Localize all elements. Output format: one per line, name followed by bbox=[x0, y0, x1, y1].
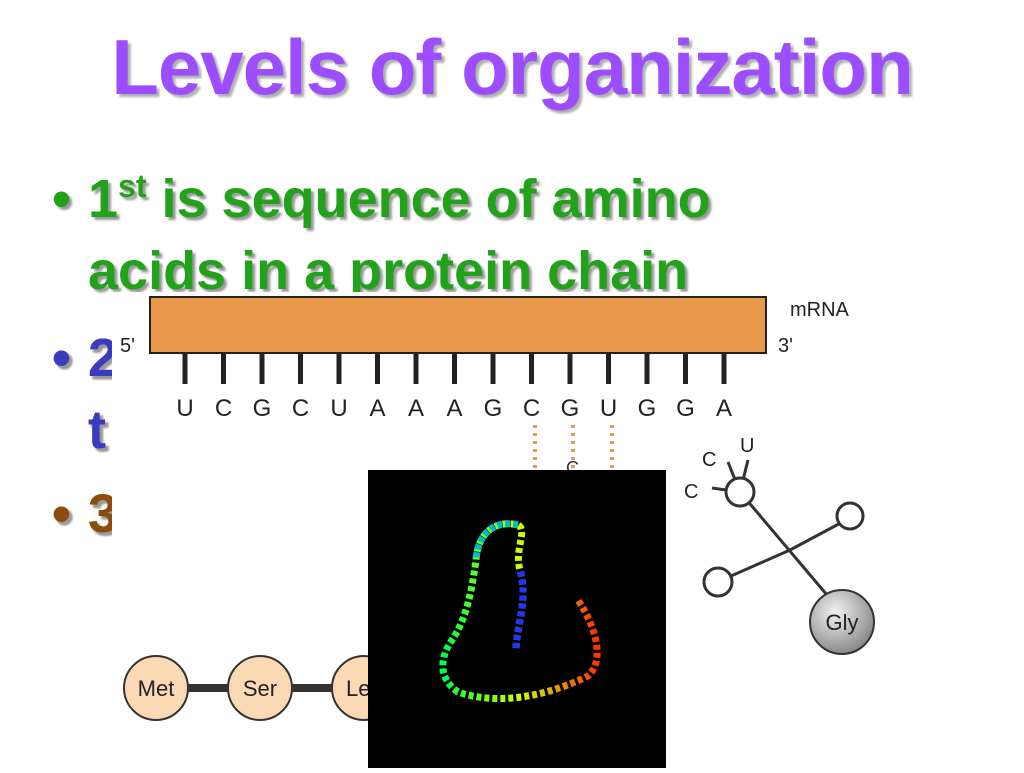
trna-letter: C bbox=[684, 481, 698, 503]
bullet-2-sliver: • 2 t bbox=[52, 322, 112, 466]
base-letter: C bbox=[523, 395, 540, 422]
base-letter: G bbox=[484, 395, 503, 422]
trna-letter: U bbox=[740, 435, 754, 457]
bullet-marker: • bbox=[52, 169, 71, 229]
mrna-label: mRNA bbox=[790, 299, 850, 321]
amino-acid-met bbox=[123, 655, 189, 721]
bullet-2-line2: t bbox=[88, 400, 106, 460]
trna-loop bbox=[702, 566, 734, 598]
bullet-1-superscript: st bbox=[118, 168, 147, 204]
trna-letter: C bbox=[702, 449, 716, 471]
bullet-3-visible-text: 3 bbox=[88, 484, 112, 544]
base-letter: U bbox=[600, 395, 617, 422]
amino-acid-label: Ser bbox=[243, 676, 277, 701]
base-letter: A bbox=[446, 395, 462, 422]
bullet-marker: • bbox=[52, 328, 71, 388]
protein-helix-segment bbox=[472, 520, 519, 561]
bullet-2-line2: t bbox=[88, 400, 106, 460]
base-letter: C bbox=[292, 395, 309, 422]
base-letter: A bbox=[408, 395, 424, 422]
mrna-strip bbox=[149, 296, 767, 354]
protein-backbone bbox=[439, 520, 601, 703]
trna-arm bbox=[721, 548, 791, 582]
base-letter: C bbox=[215, 395, 232, 422]
trna-acceptor-loop bbox=[724, 476, 756, 508]
base-letter: U bbox=[176, 395, 193, 422]
bullet-marker: • bbox=[52, 484, 71, 544]
base-letter: A bbox=[369, 395, 385, 422]
protein-n-terminus bbox=[512, 569, 527, 649]
trna-loop bbox=[835, 501, 865, 531]
bullet-1-line2: acids in a protein chain bbox=[88, 241, 689, 301]
base-letter: G bbox=[638, 395, 657, 422]
slide-title: Levels of organization bbox=[111, 23, 913, 111]
bullet-2-visible-text: 2 bbox=[88, 328, 112, 388]
base-letter: A bbox=[716, 395, 732, 422]
protein-ribbon bbox=[439, 520, 601, 703]
bullet-1: • 1st is sequence of amino acids in a pro… bbox=[52, 150, 711, 307]
bullet-marker: • bbox=[52, 484, 71, 544]
gly-label: Gly bbox=[826, 610, 859, 635]
amino-acid-label: Le bbox=[346, 676, 370, 701]
base-letter: G bbox=[561, 395, 580, 422]
amino-acid-label: Met bbox=[138, 676, 175, 701]
amino-acid-ser bbox=[227, 655, 293, 721]
bullet-1-number: 1 bbox=[88, 169, 119, 229]
protein-structure-image bbox=[368, 470, 666, 768]
trna-structure bbox=[702, 459, 865, 609]
three-prime-label: 3' bbox=[778, 335, 793, 357]
base-letter: G bbox=[253, 395, 272, 422]
base-letter: U bbox=[330, 395, 347, 422]
base-letter: G bbox=[676, 395, 695, 422]
bullet-marker: • bbox=[52, 328, 71, 388]
bullet-1-line1: is sequence of amino bbox=[146, 169, 711, 229]
five-prime-label: 5' bbox=[120, 335, 135, 357]
gly-amino-acid bbox=[809, 589, 875, 655]
bullet-3-sliver: •3 bbox=[52, 478, 112, 550]
